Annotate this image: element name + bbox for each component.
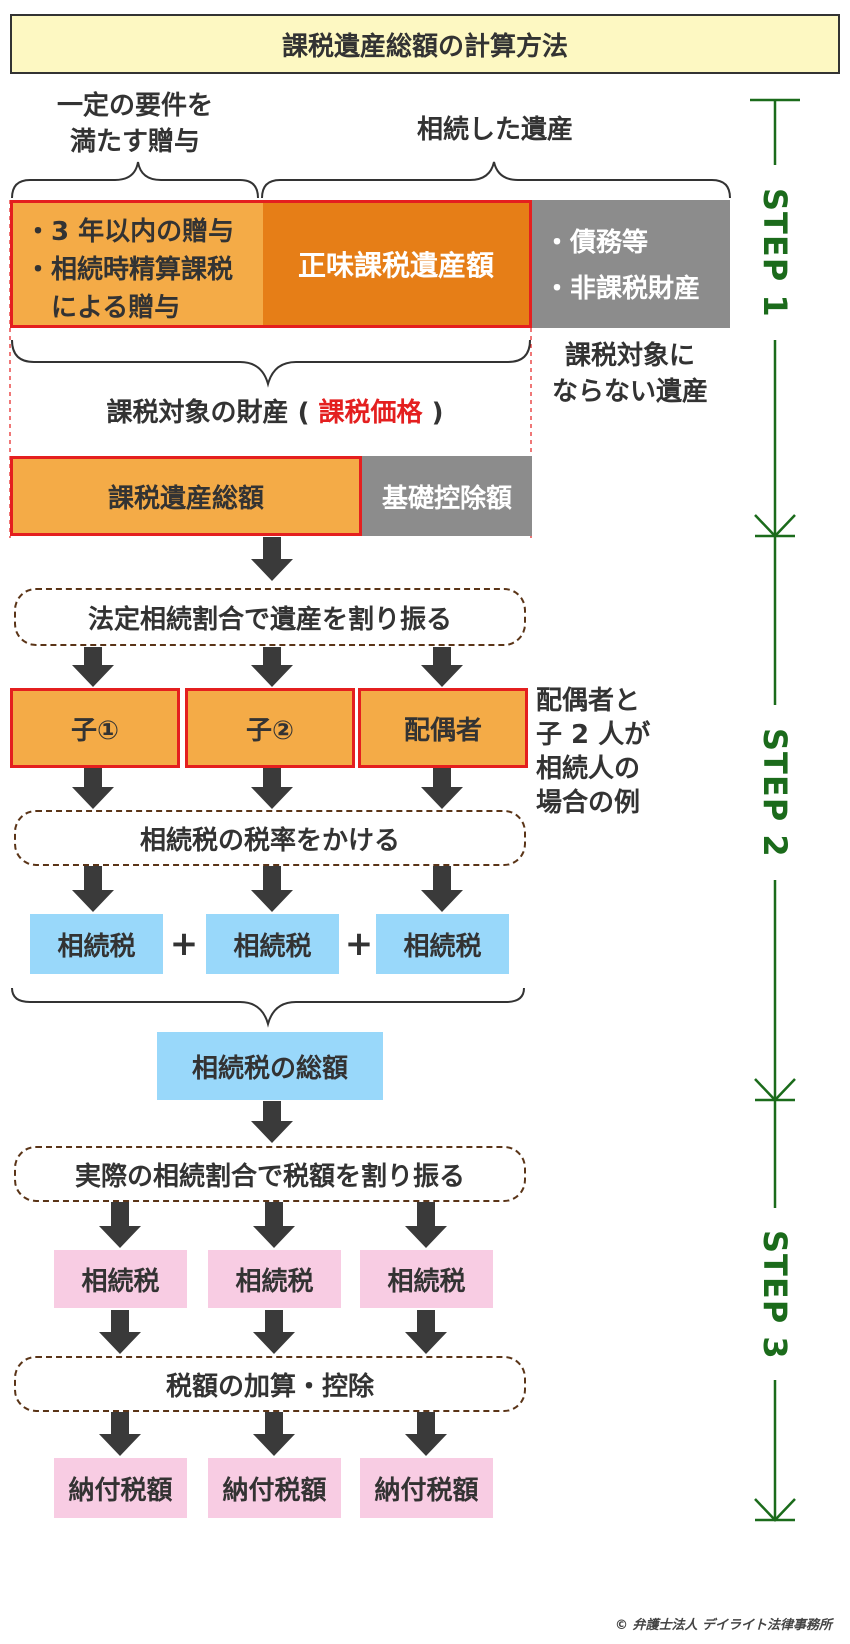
heir-spouse: 配偶者	[358, 688, 528, 768]
payment-box-2: 納付税額	[208, 1458, 341, 1518]
brace-taxable	[11, 339, 531, 388]
arrow-down-s3-1	[99, 1202, 141, 1248]
tax-adjustment-step: 税額の加算・控除	[14, 1356, 526, 1412]
payment-box-1: 納付税額	[54, 1458, 187, 1518]
arrow-down-total-tax	[251, 1101, 293, 1143]
apply-tax-rate-step: 相続税の税率をかける	[14, 810, 526, 866]
debt-item-1: ・債務等	[544, 228, 649, 258]
taxable-property-label: 課税対象の財産 ( 課税価格 )	[60, 392, 490, 429]
arrow-down-tax-3	[421, 866, 463, 912]
arrow-down-rate-2	[251, 767, 293, 809]
arrow-down-pay-3	[405, 1412, 447, 1456]
taxable-estate-total-box: 課税遺産総額	[10, 456, 362, 536]
brace-gift	[11, 161, 259, 199]
arrow-down-tax-2	[251, 866, 293, 912]
brace-inherited	[261, 161, 731, 199]
example-note: 配偶者と 子 2 人が 相続人の 場合の例	[536, 686, 651, 818]
step-timeline	[750, 98, 800, 1522]
non-taxable-note: 課税対象に ならない遺産	[551, 341, 708, 407]
actual-allocation-step: 実際の相続割合で税額を割り振る	[14, 1146, 526, 1202]
tax-box-3: 相続税	[376, 914, 509, 974]
plus-sign-1: +	[169, 924, 199, 964]
header-inherited: 相続した遺産	[416, 115, 573, 145]
heir-child-1: 子①	[10, 688, 180, 768]
arrow-down-tax-1	[72, 866, 114, 912]
net-taxable-estate-box: 正味課税遺産額	[263, 200, 532, 328]
copyright-text: © 弁護士法人 デイライト法律事務所	[614, 1618, 832, 1633]
flow-arrows	[72, 537, 463, 1456]
arrow-down-heir-1	[72, 647, 114, 687]
allocated-tax-box-1: 相続税	[54, 1250, 187, 1308]
taxable-property-suffix: )	[431, 398, 444, 428]
debt-item-2: ・非課税財産	[544, 274, 701, 304]
arrow-down-s3-3	[405, 1202, 447, 1248]
heir-child-2: 子②	[185, 688, 355, 768]
step-3-label: STEP 3	[756, 1229, 794, 1360]
arrow-down-adj-3	[405, 1310, 447, 1354]
page-title: 課税遺産総額の計算方法	[10, 14, 840, 74]
step-1-label: STEP 1	[756, 187, 794, 318]
allocated-tax-box-3: 相続税	[360, 1250, 493, 1308]
payment-box-3: 納付税額	[360, 1458, 493, 1518]
arrow-down-pay-1	[99, 1412, 141, 1456]
header-gift: 一定の要件を 満たす贈与	[56, 91, 213, 157]
basic-deduction-box: 基礎控除額	[362, 456, 532, 536]
arrow-down-adj-2	[253, 1310, 295, 1354]
taxable-property-prefix: 課税対象の財産 (	[106, 398, 310, 428]
plus-sign-2: +	[344, 924, 374, 964]
arrow-down-rate-3	[421, 767, 463, 809]
arrow-down-1	[251, 537, 293, 581]
arrow-down-heir-2	[251, 647, 293, 687]
gift-item-1: ・3 年以内の贈与	[25, 217, 235, 247]
allocated-tax-box-2: 相続税	[208, 1250, 341, 1308]
brace-total-tax	[11, 987, 525, 1028]
arrow-down-adj-1	[99, 1310, 141, 1354]
arrow-down-rate-1	[72, 767, 114, 809]
debt-box: ・債務等 ・非課税財産	[532, 200, 730, 328]
statutory-allocation-step: 法定相続割合で遺産を割り振る	[14, 588, 526, 646]
gift-item-3: による贈与	[25, 293, 181, 323]
arrow-down-heir-3	[421, 647, 463, 687]
arrow-down-pay-2	[253, 1412, 295, 1456]
total-inheritance-tax-box: 相続税の総額	[157, 1032, 383, 1100]
step-2-label: STEP 2	[756, 727, 794, 858]
tax-box-1: 相続税	[30, 914, 163, 974]
gift-item-2: ・相続時精算課税	[25, 255, 234, 285]
arrow-down-s3-2	[253, 1202, 295, 1248]
taxable-price-highlight: 課税価格	[318, 398, 423, 428]
tax-box-2: 相続税	[206, 914, 339, 974]
gift-box: ・3 年以内の贈与 ・相続時精算課税 による贈与	[10, 200, 265, 328]
